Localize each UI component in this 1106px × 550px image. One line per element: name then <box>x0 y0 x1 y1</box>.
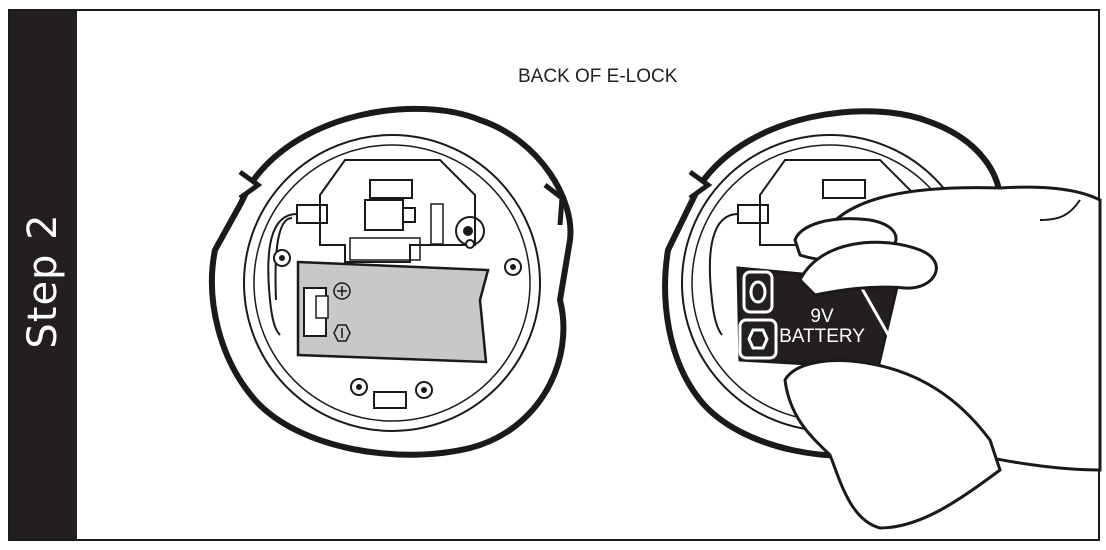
battery-label-voltage: 9V <box>810 306 834 327</box>
screw-icon <box>273 226 522 399</box>
hex-terminal-icon <box>738 318 778 360</box>
illustration-caption: BACK OF E-LOCK <box>518 66 678 87</box>
minus-terminal-icon <box>333 324 351 342</box>
step-sidebar: Step 2 <box>10 11 77 539</box>
hand-fingers <box>783 240 1002 530</box>
round-terminal-icon <box>742 270 774 314</box>
plus-terminal-icon <box>333 282 351 300</box>
battery-label-name: BATTERY <box>779 326 865 347</box>
lock-back-empty <box>209 105 574 458</box>
